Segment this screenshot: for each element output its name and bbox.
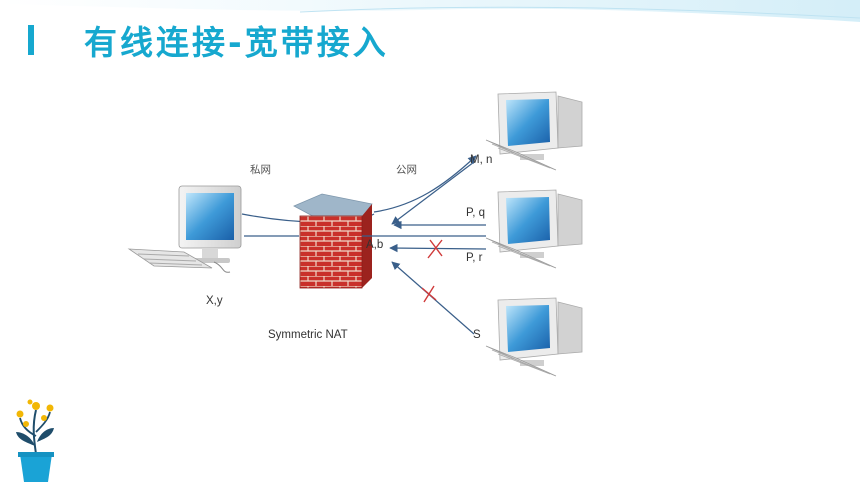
diagram-graphics bbox=[127, 91, 583, 377]
desktop-computer-icon bbox=[127, 185, 242, 273]
label-private-net: 私网 bbox=[250, 164, 271, 176]
blocked-x-icon bbox=[421, 285, 437, 303]
keyboard-icon bbox=[127, 248, 213, 269]
slide-title-row: 有线连接-宽带接入 bbox=[28, 18, 389, 62]
label-client: X,y bbox=[206, 295, 223, 307]
top-decor-band bbox=[0, 0, 860, 22]
firewall-icon bbox=[293, 193, 373, 289]
label-nat-address: A,b bbox=[366, 239, 384, 251]
label-server-s: S bbox=[473, 329, 481, 341]
label-server-mn: M, n bbox=[470, 154, 493, 166]
symmetric-nat-diagram: 私网 公网 M, n P, q A,b P, r X,y Symmetric N… bbox=[124, 86, 594, 386]
crt-monitor-icon bbox=[485, 91, 583, 171]
blocked-x-icon bbox=[427, 239, 443, 259]
crt-monitor-icon bbox=[485, 189, 583, 269]
label-nat-type: Symmetric NAT bbox=[268, 329, 348, 341]
label-server-pq: P, q bbox=[466, 207, 485, 219]
slide-title: 有线连接-宽带接入 bbox=[84, 23, 389, 62]
crt-monitor-icon bbox=[485, 297, 583, 377]
label-server-pr: P, r bbox=[466, 252, 483, 264]
potted-plant-icon bbox=[16, 399, 54, 482]
title-accent-bar bbox=[28, 25, 34, 55]
label-public-net: 公网 bbox=[396, 164, 417, 176]
